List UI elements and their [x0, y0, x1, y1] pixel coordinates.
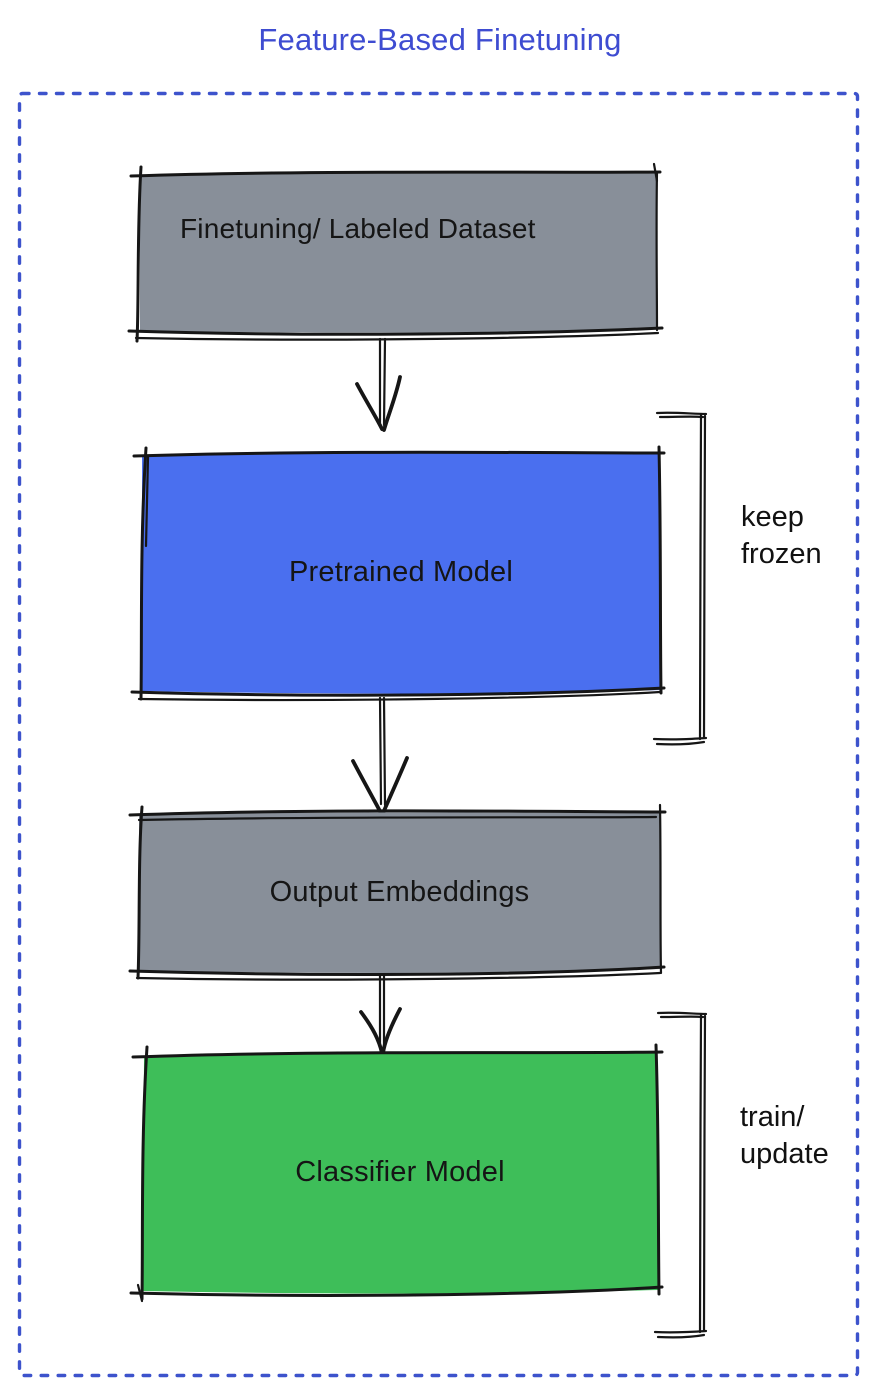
node-finetuning-dataset-box	[127, 162, 664, 343]
arrow-pretrained-to-embeddings	[351, 696, 409, 815]
keep-frozen-bracket	[652, 411, 708, 746]
annotation-keep-frozen: keep frozen	[741, 501, 822, 570]
dashed-boundary	[17, 91, 860, 1378]
node-label-classifier-model: Classifier Model	[295, 1155, 505, 1188]
arrow-embeddings-to-classifier	[359, 974, 402, 1055]
arrow-dataset-to-pretrained	[355, 337, 402, 432]
node-pretrained-model-box	[130, 445, 666, 702]
node-classifier-model-box	[129, 1043, 664, 1303]
node-label-pretrained-model: Pretrained Model	[288, 555, 514, 588]
node-label-output-embeddings: Output Embeddings	[269, 875, 530, 908]
node-label-finetuning-dataset: Finetuning/ Labeled Dataset	[180, 213, 536, 244]
annotation-train-update: train/ update	[740, 1101, 829, 1170]
page-title: Feature-Based Finetuning	[258, 22, 622, 57]
node-output-embeddings-box	[128, 803, 667, 981]
train-update-bracket	[653, 1011, 708, 1339]
